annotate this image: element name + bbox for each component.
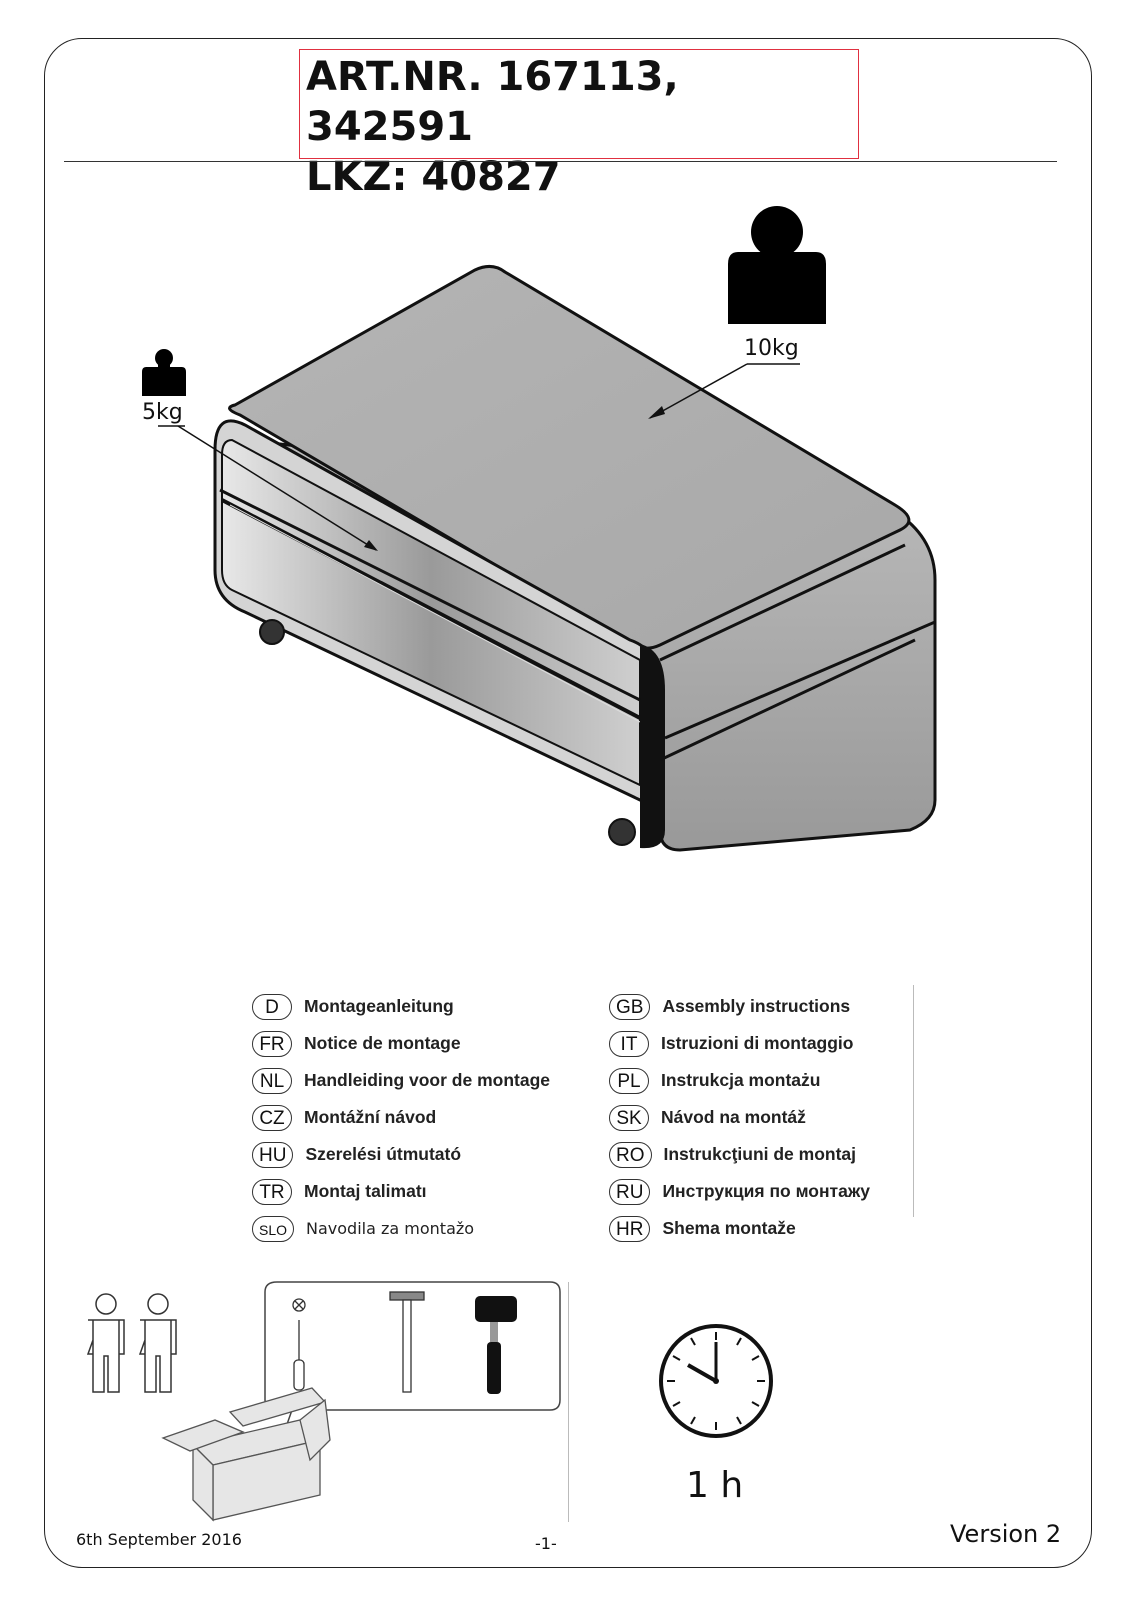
- language-code-badge: FR: [252, 1030, 292, 1057]
- two-persons-icon: [86, 1293, 177, 1393]
- language-code-badge: CZ: [252, 1104, 292, 1131]
- language-code-badge: NL: [252, 1067, 292, 1094]
- middle-shelf: [221, 498, 641, 720]
- language-title: Instrukcja montażu: [661, 1070, 821, 1090]
- language-title: Инструкция по монтажу: [662, 1181, 870, 1201]
- language-title: Notice de montage: [304, 1033, 461, 1053]
- list-item: HU Szerelési útmutató: [252, 1136, 550, 1173]
- language-code-badge: IT: [609, 1030, 649, 1057]
- middle-shelf-weight-label: 5kg: [142, 400, 183, 425]
- list-item: FR Notice de montage: [252, 1025, 550, 1062]
- assembly-pictograms: [86, 1281, 773, 1522]
- language-title: Montaj talimatı: [304, 1181, 427, 1201]
- page-number: -1-: [535, 1534, 557, 1553]
- language-code-badge: HU: [252, 1141, 294, 1168]
- list-item: PL Instrukcja montażu: [609, 1062, 870, 1099]
- version-label: Version 2: [950, 1520, 1062, 1548]
- list-item: RO Instrukcţiuni de montaj: [609, 1136, 870, 1173]
- list-item: SLO Navodila za montažo: [252, 1210, 550, 1247]
- language-title: Montážní návod: [304, 1107, 437, 1127]
- language-title: Shema montaže: [662, 1218, 796, 1238]
- language-code-badge: TR: [252, 1178, 292, 1205]
- language-list-right: GB Assembly instructions IT Istruzioni di …: [609, 988, 870, 1247]
- list-item: D Montageanleitung: [252, 988, 550, 1025]
- table-front-end: [640, 644, 665, 849]
- list-item: RU Инструкция по монтажу: [609, 1173, 870, 1210]
- list-item: GB Assembly instructions: [609, 988, 870, 1025]
- table-interior: [221, 438, 641, 787]
- divider: [568, 1282, 569, 1522]
- caster-left: [259, 619, 285, 645]
- list-item: HR Shema montaže: [609, 1210, 870, 1247]
- assembly-time-label: 1 h: [686, 1465, 744, 1506]
- language-title: Handleiding voor de montage: [304, 1070, 550, 1090]
- clock-icon: [659, 1324, 773, 1438]
- language-code-badge: D: [252, 993, 292, 1020]
- language-code-badge: SK: [609, 1104, 649, 1131]
- list-item: SK Návod na montáž: [609, 1099, 870, 1136]
- language-list-left: D Montageanleitung FR Notice de montage NL…: [252, 988, 550, 1247]
- language-code-badge: PL: [609, 1067, 649, 1094]
- language-title: Istruzioni di montaggio: [661, 1033, 854, 1053]
- language-title: Instrukcţiuni de montaj: [663, 1144, 857, 1164]
- language-title: Návod na montáž: [661, 1107, 806, 1127]
- list-item: TR Montaj talimatı: [252, 1173, 550, 1210]
- divider: [913, 985, 914, 1217]
- article-numbers: ART.NR. 167113, 342591: [306, 54, 679, 150]
- list-item: CZ Montážní návod: [252, 1099, 550, 1136]
- toolbox-icon: [161, 1387, 331, 1522]
- header-rule: [64, 161, 1057, 162]
- footer-date: 6th September 2016: [76, 1530, 242, 1549]
- language-code-badge: HR: [609, 1215, 651, 1242]
- page-frame: [44, 38, 1092, 1568]
- table-top: [228, 265, 911, 650]
- language-title: Szerelési útmutató: [305, 1144, 462, 1164]
- weight-10kg-icon: [728, 206, 826, 324]
- rubber-mallet-icon: [475, 1296, 517, 1394]
- phillips-screwdriver-icon: [292, 1298, 306, 1391]
- list-item: NL Handleiding voor de montage: [252, 1062, 550, 1099]
- hammer-icon: [389, 1291, 425, 1393]
- language-title: Navodila za montažo: [306, 1219, 475, 1238]
- weight-5kg-icon: [142, 349, 186, 396]
- language-title: Montageanleitung: [304, 996, 454, 1016]
- language-title: Assembly instructions: [662, 996, 851, 1016]
- language-code-badge: RO: [609, 1141, 652, 1168]
- coffee-table-illustration: [142, 206, 937, 852]
- top-shelf-weight-label: 10kg: [744, 336, 799, 361]
- caster-front: [608, 818, 636, 846]
- list-item: IT Istruzioni di montaggio: [609, 1025, 870, 1062]
- language-code-badge: GB: [609, 993, 651, 1020]
- language-code-badge: RU: [609, 1178, 651, 1205]
- language-code-badge: SLO: [252, 1215, 295, 1242]
